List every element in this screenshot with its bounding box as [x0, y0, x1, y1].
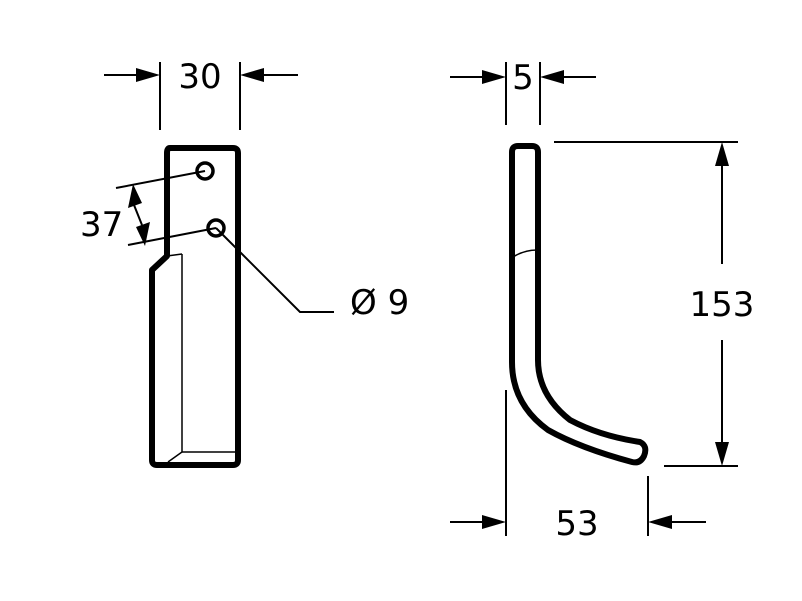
height-arrowhead-top [715, 142, 729, 166]
side-view-bend-line [512, 249, 538, 258]
height-arrowhead-bottom [715, 442, 729, 466]
lower-hole [206, 218, 226, 238]
diameter-leader [215, 227, 334, 313]
spacing-ext-upper [115, 170, 206, 189]
front-view-bevel-top [166, 253, 183, 257]
thickness-label: 5 [512, 58, 534, 98]
front-view: 30 37 Ø 9 [80, 57, 409, 468]
offset-arrowhead-right [648, 515, 672, 529]
offset-arrowhead-left [482, 515, 506, 529]
offset-label: 53 [555, 504, 598, 544]
thickness-arrowhead-left [482, 70, 506, 84]
spacing-arrowhead-top [128, 184, 142, 208]
spacing-arrowhead-bottom [136, 222, 150, 246]
upper-hole [195, 161, 215, 181]
spacing-dim-line [133, 204, 143, 226]
front-view-outline [149, 145, 241, 468]
width-label: 30 [178, 57, 221, 97]
spacing-label: 37 [80, 205, 123, 245]
spacing-ext-lower [127, 227, 217, 246]
height-label: 153 [690, 285, 755, 325]
side-view-outline [509, 143, 649, 466]
width-arrowhead-right [240, 68, 264, 82]
thickness-arrowhead-right [540, 70, 564, 84]
width-arrowhead-left [136, 68, 160, 82]
side-view: 5 153 53 [450, 58, 754, 544]
front-view-bevel [167, 254, 183, 463]
diameter-label: Ø 9 [350, 283, 409, 323]
